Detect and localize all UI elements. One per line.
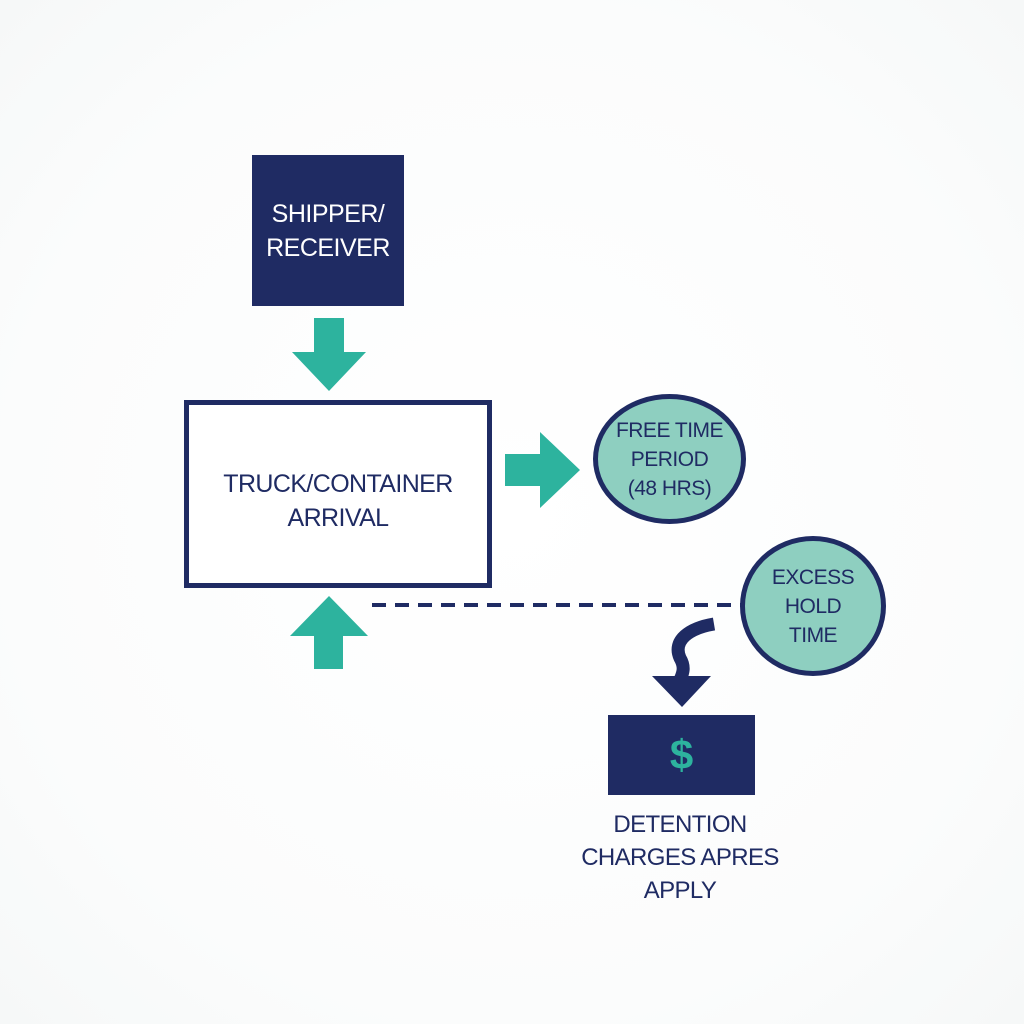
detention-charges-label: DETENTION CHARGES APRES APPLY bbox=[581, 811, 779, 904]
truck-container-node: TRUCK/CONTAINER ARRIVAL bbox=[184, 400, 492, 588]
shipper-receiver-label: SHIPPER/ RECEIVER bbox=[266, 199, 390, 262]
excess-hold-label: EXCESS HOLD TIME bbox=[771, 565, 855, 647]
detention-charges-node: $ bbox=[608, 715, 755, 795]
free-time-node: FREE TIME PERIOD (48 HRS) bbox=[593, 394, 746, 524]
curved-arrow-icon bbox=[671, 617, 716, 683]
dollar-icon: $ bbox=[669, 731, 694, 778]
truck-container-label: TRUCK/CONTAINER ARRIVAL bbox=[223, 470, 453, 532]
curved-arrow-head bbox=[652, 676, 711, 707]
shipper-receiver-node: SHIPPER/ RECEIVER bbox=[252, 155, 404, 306]
arrow-down-icon bbox=[292, 318, 366, 391]
free-time-label: FREE TIME PERIOD (48 HRS) bbox=[615, 418, 724, 500]
arrow-up-icon bbox=[290, 596, 368, 669]
arrow-right-icon bbox=[505, 432, 580, 508]
excess-hold-node: EXCESS HOLD TIME bbox=[740, 536, 886, 676]
